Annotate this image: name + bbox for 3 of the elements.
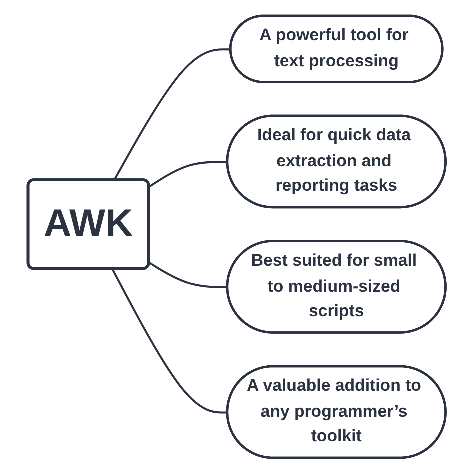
connector	[112, 268, 228, 414]
connector	[148, 262, 228, 289]
connector	[148, 161, 228, 188]
